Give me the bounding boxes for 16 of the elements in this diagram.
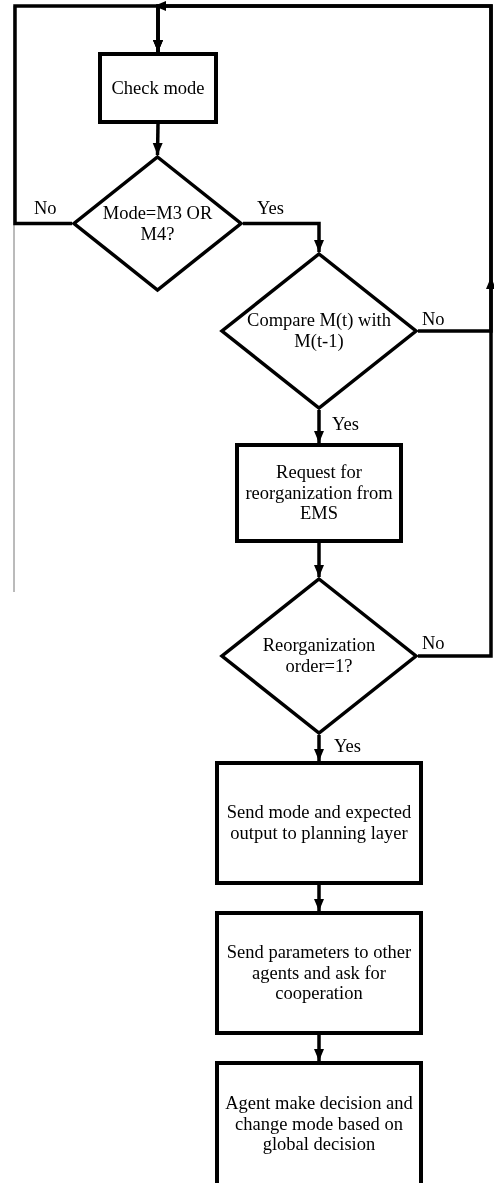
node-text: Compare M(t) with M(t-1) [246, 310, 392, 352]
process-box [215, 1061, 423, 1183]
node-text: Reorganization order=1? [261, 635, 377, 677]
decision-diamond [72, 155, 243, 292]
process-box [215, 911, 423, 1035]
decision-diamond [220, 577, 418, 735]
process-box [215, 761, 423, 885]
node-text: Send mode and expected output to planning layer [225, 802, 413, 844]
process-box [235, 443, 403, 543]
process-box [98, 52, 218, 124]
node-text: Mode=M3 OR M4? [102, 202, 213, 245]
node-text: Send parameters to other agents and ask for cooperation [225, 941, 413, 1005]
node-text: Request for reorganization from EMS [244, 461, 394, 525]
decision-diamond [220, 252, 418, 410]
node-text: Agent make decision and change mode based on global decision [224, 1092, 414, 1156]
node-text: Check mode [110, 77, 206, 99]
